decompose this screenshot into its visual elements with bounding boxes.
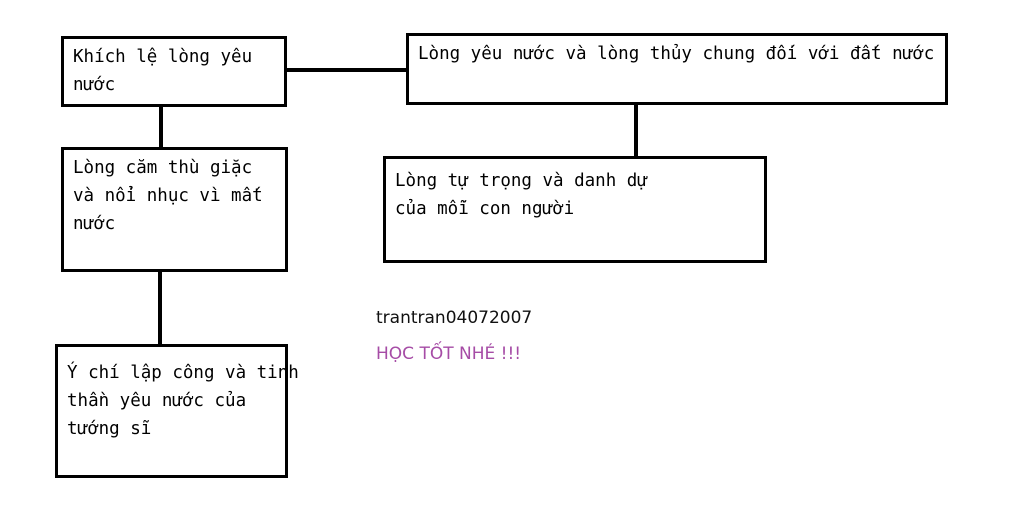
connector-long-yeu-nuoc-to-long-tu-trong bbox=[634, 105, 638, 156]
node-khich-le-long-yeu-nuoc: Khích lệ lòng yêu nước bbox=[61, 36, 287, 107]
node-y-chi-lap-cong: Ý chí lập công và tinh thần yêu nước của… bbox=[55, 344, 299, 478]
node-long-tu-trong-danh-du: Lòng tự trọng và danh dự của mỗi con ngư… bbox=[383, 156, 767, 263]
greeting-message: HỌC TỐT NHÉ !!! bbox=[376, 344, 522, 364]
connector-khich-le-to-long-cam-thu bbox=[159, 107, 163, 147]
connector-long-cam-thu-to-y-chi bbox=[158, 272, 162, 344]
node-long-cam-thu-giac: Lòng căm thù giặc và nổi nhục vì mất nướ… bbox=[61, 147, 288, 272]
node-long-yeu-nuoc-thuy-chung: Lòng yêu nước và lòng thủy chung đối với… bbox=[406, 33, 948, 105]
author-username: trantran04072007 bbox=[376, 308, 533, 328]
connector-khich-le-to-long-yeu-nuoc bbox=[287, 68, 406, 72]
